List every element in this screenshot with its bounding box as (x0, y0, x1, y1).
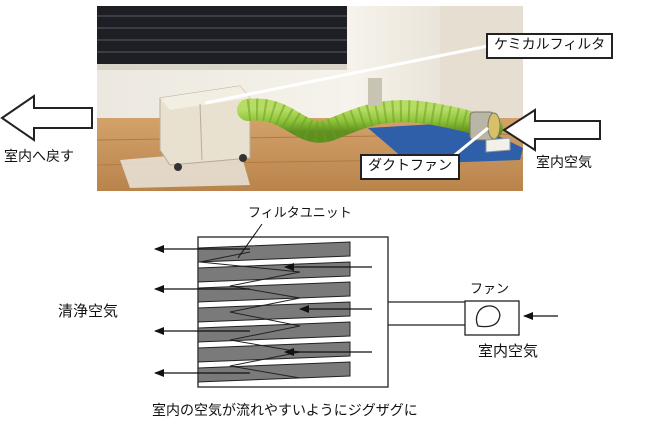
indoor-air-schematic-label: 室内空気 (478, 344, 538, 359)
indoor-air-photo-label: 室内空気 (536, 156, 592, 170)
filter-pleats (198, 242, 350, 382)
duct-pipe (388, 302, 465, 325)
clean-air-label: 清浄空気 (58, 304, 118, 319)
chemical-filter-callout: ケミカルフィルタ (486, 33, 613, 59)
filter-unit-label: フィルタユニット (248, 207, 352, 220)
duct-fan-callout: ダクトファン (360, 154, 460, 180)
schematic-caption: 室内の空気が流れやすいようにジグザグに (152, 404, 418, 418)
fan-icon (476, 306, 499, 327)
fan-label: ファン (470, 283, 509, 296)
return-indoor-label: 室内へ戻す (4, 150, 74, 164)
